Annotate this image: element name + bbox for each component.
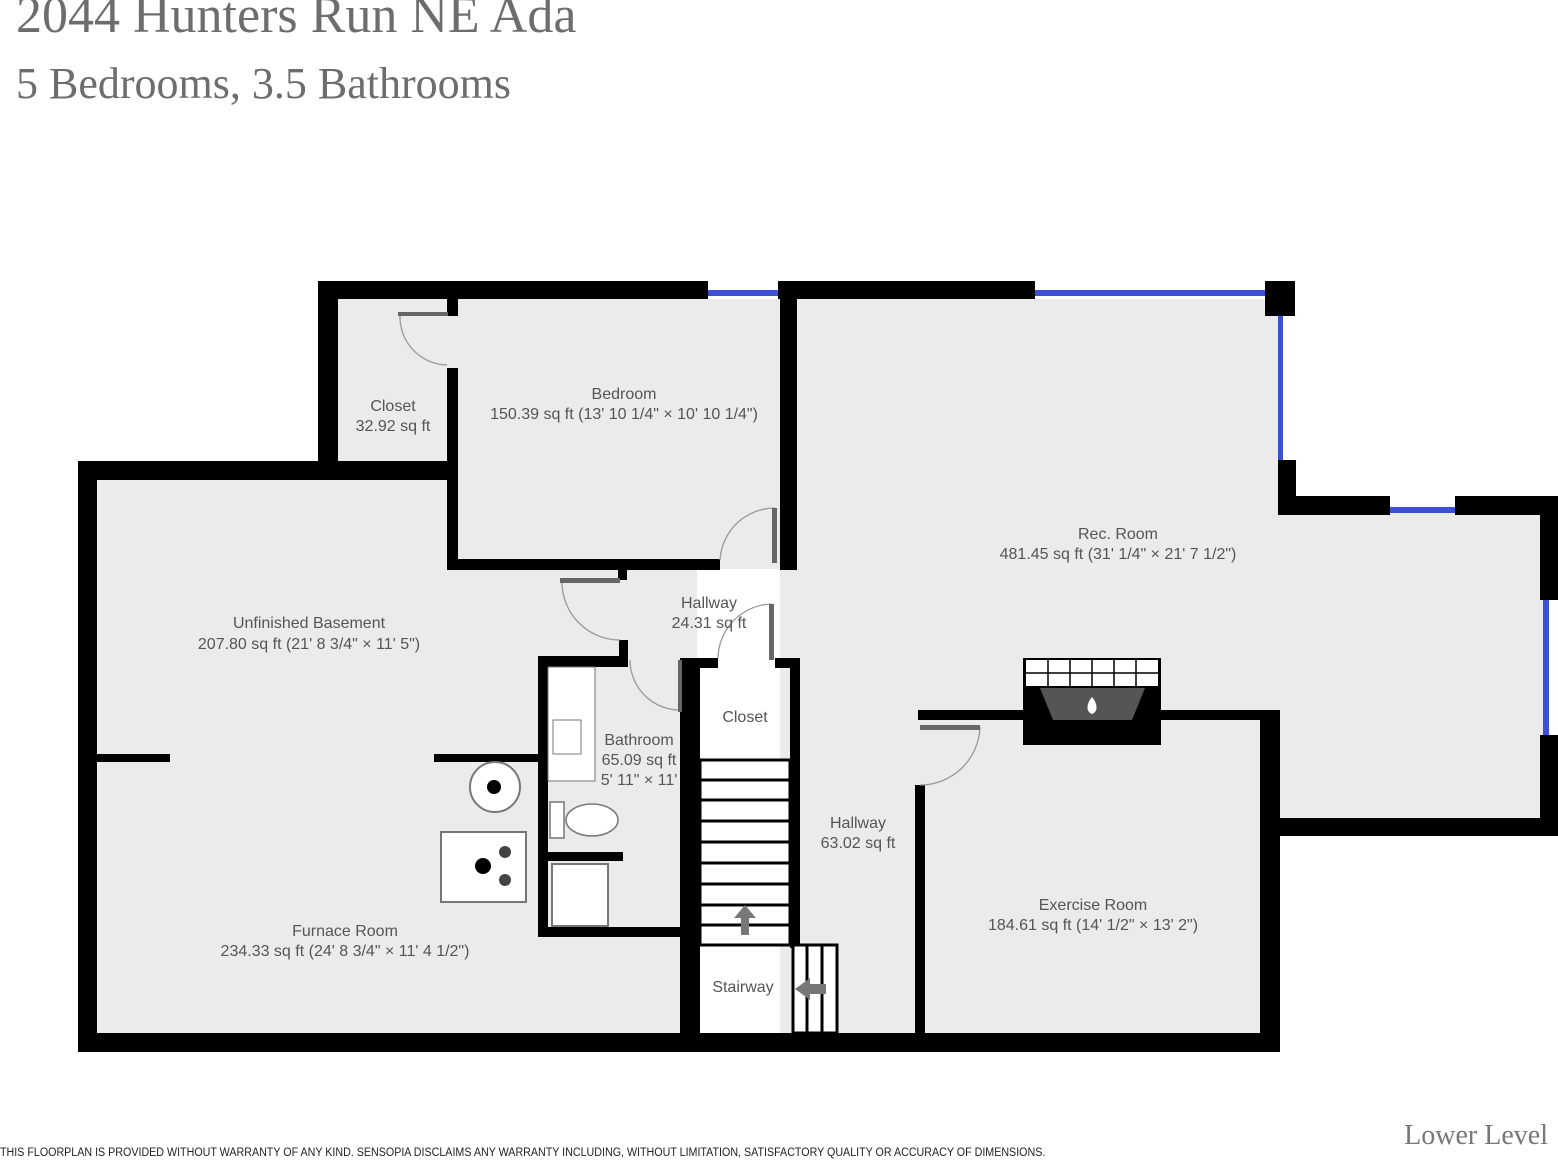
room-name: Stairway: [712, 979, 773, 996]
floor-level-label: Lower Level: [1404, 1120, 1548, 1151]
furnace-icon: [440, 831, 527, 903]
room-area: 234.33 sq ft (24' 8 3/4" × 11' 4 1/2"): [221, 943, 470, 960]
walls: [78, 281, 1558, 1052]
room-area: 63.02 sq ft: [821, 835, 896, 852]
room-name: Rec. Room: [1078, 526, 1158, 543]
room-area: 207.80 sq ft (21' 8 3/4" × 11' 5"): [198, 636, 420, 653]
room-area: 184.61 sq ft (14' 1/2" × 13' 2"): [988, 917, 1198, 934]
room-area: 24.31 sq ft: [672, 615, 747, 632]
room-name: Closet: [722, 709, 768, 726]
room-name: Exercise Room: [1039, 897, 1147, 914]
property-address: 2044 Hunters Run NE Ada: [16, 0, 577, 44]
room-dims: 5' 11" × 11': [601, 772, 678, 789]
water-heater-icon: [469, 761, 521, 813]
stair-up-arrow-icon: [734, 905, 756, 935]
doors: [399, 315, 981, 786]
room-area: 32.92 sq ft: [356, 418, 431, 435]
stair-left-arrow-icon: [795, 978, 826, 1000]
door-leaves: [398, 312, 980, 730]
room-name: Furnace Room: [292, 923, 398, 940]
windows: [708, 290, 1549, 735]
room-area: 150.39 sq ft (13' 10 1/4" × 10' 10 1/4"): [490, 406, 758, 423]
bathroom-vanity-icon: [547, 666, 596, 782]
room-name: Hallway: [681, 595, 737, 612]
toilet-icon: [549, 801, 619, 839]
fireplace-icon: [1023, 658, 1161, 745]
shower-icon: [551, 863, 609, 927]
disclaimer: THIS FLOORPLAN IS PROVIDED WITHOUT WARRA…: [0, 1147, 1046, 1159]
room-name: Bedroom: [592, 386, 657, 403]
property-summary: 5 Bedrooms, 3.5 Bathrooms: [16, 59, 511, 108]
room-name: Closet: [370, 398, 416, 415]
room-name: Bathroom: [604, 732, 673, 749]
room-name: Unfinished Basement: [233, 615, 386, 632]
room-area: 65.09 sq ft: [602, 752, 677, 769]
room-name: Hallway: [830, 815, 886, 832]
room-area: 481.45 sq ft (31' 1/4" × 21' 7 1/2"): [1000, 546, 1237, 563]
